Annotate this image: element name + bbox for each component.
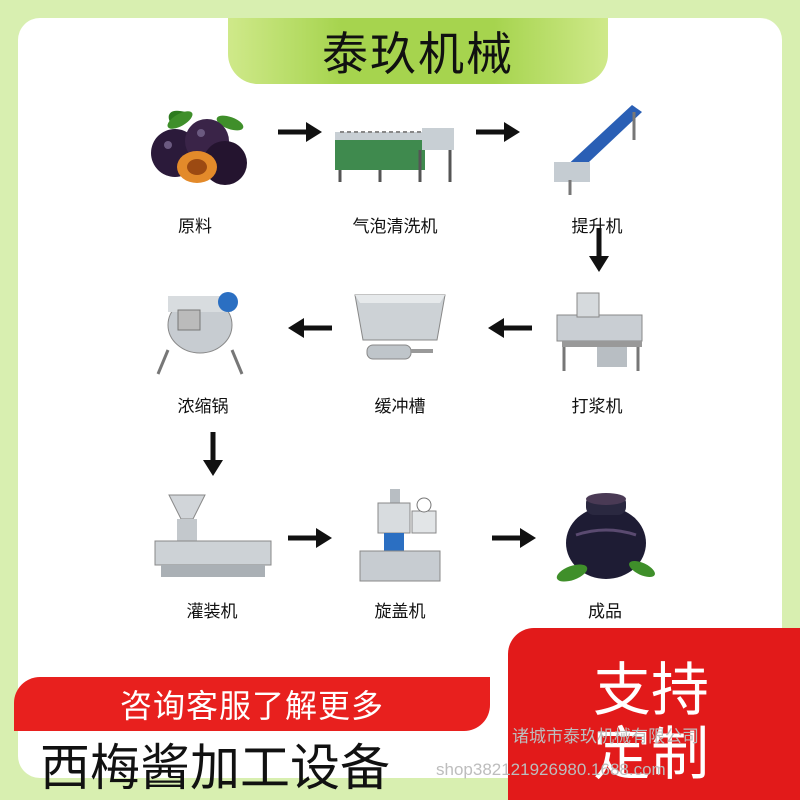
arrow-right-icon <box>278 122 322 142</box>
concentration-kettle-icon <box>128 280 278 380</box>
plum-fruit-icon <box>120 100 270 200</box>
step-label: 气泡清洗机 <box>352 217 438 237</box>
arrow-right-icon <box>476 122 520 142</box>
elevator-conveyor-icon <box>522 100 672 200</box>
step-label: 提升机 <box>571 217 623 237</box>
bubble-washer-icon <box>320 100 470 200</box>
capping-machine-icon <box>325 485 475 585</box>
arrow-right-icon <box>492 528 536 548</box>
step-label: 灌装机 <box>186 602 238 622</box>
step-label: 打浆机 <box>571 397 623 417</box>
jam-jar-icon <box>530 485 680 585</box>
consult-label: 咨询客服了解更多 <box>119 687 384 725</box>
brand-title: 泰玖机械 <box>322 27 514 81</box>
watermark-company: 诸城市泰玖机械有限公司 <box>512 727 699 746</box>
step-bubble-washer: 气泡清洗机 <box>320 100 470 237</box>
step-concentration-kettle: 浓缩锅 <box>128 280 278 417</box>
arrow-left-icon <box>288 318 332 338</box>
step-buffer-tank: 缓冲槽 <box>325 280 475 417</box>
customization-badge: 支持 定制 <box>508 628 800 800</box>
arrow-down-icon <box>203 432 223 476</box>
consult-button[interactable]: 咨询客服了解更多 <box>14 677 490 731</box>
step-raw-material: 原料 <box>120 100 270 237</box>
step-filling-machine: 灌装机 <box>137 485 287 622</box>
step-pulper: 打浆机 <box>522 280 672 417</box>
pulper-machine-icon <box>522 280 672 380</box>
step-label: 缓冲槽 <box>374 397 426 417</box>
brand-banner: 泰玖机械 <box>228 18 608 84</box>
step-capping-machine: 旋盖机 <box>325 485 475 622</box>
product-title: 西梅酱加工设备 <box>40 739 390 797</box>
custom-line-2: 定制 <box>593 720 710 788</box>
watermark-url: shop382121926980.1688.com <box>436 760 666 779</box>
filling-machine-icon <box>137 485 287 585</box>
step-elevator: 提升机 <box>522 100 672 237</box>
step-label: 成品 <box>588 602 622 622</box>
arrow-right-icon <box>288 528 332 548</box>
step-label: 原料 <box>178 217 212 237</box>
step-finished-product: 成品 <box>530 485 680 622</box>
custom-line-1: 支持 <box>593 656 710 724</box>
step-label: 浓缩锅 <box>177 397 229 417</box>
buffer-tank-icon <box>325 280 475 380</box>
step-label: 旋盖机 <box>374 602 426 622</box>
arrow-left-icon <box>488 318 532 338</box>
arrow-down-icon <box>589 228 609 272</box>
